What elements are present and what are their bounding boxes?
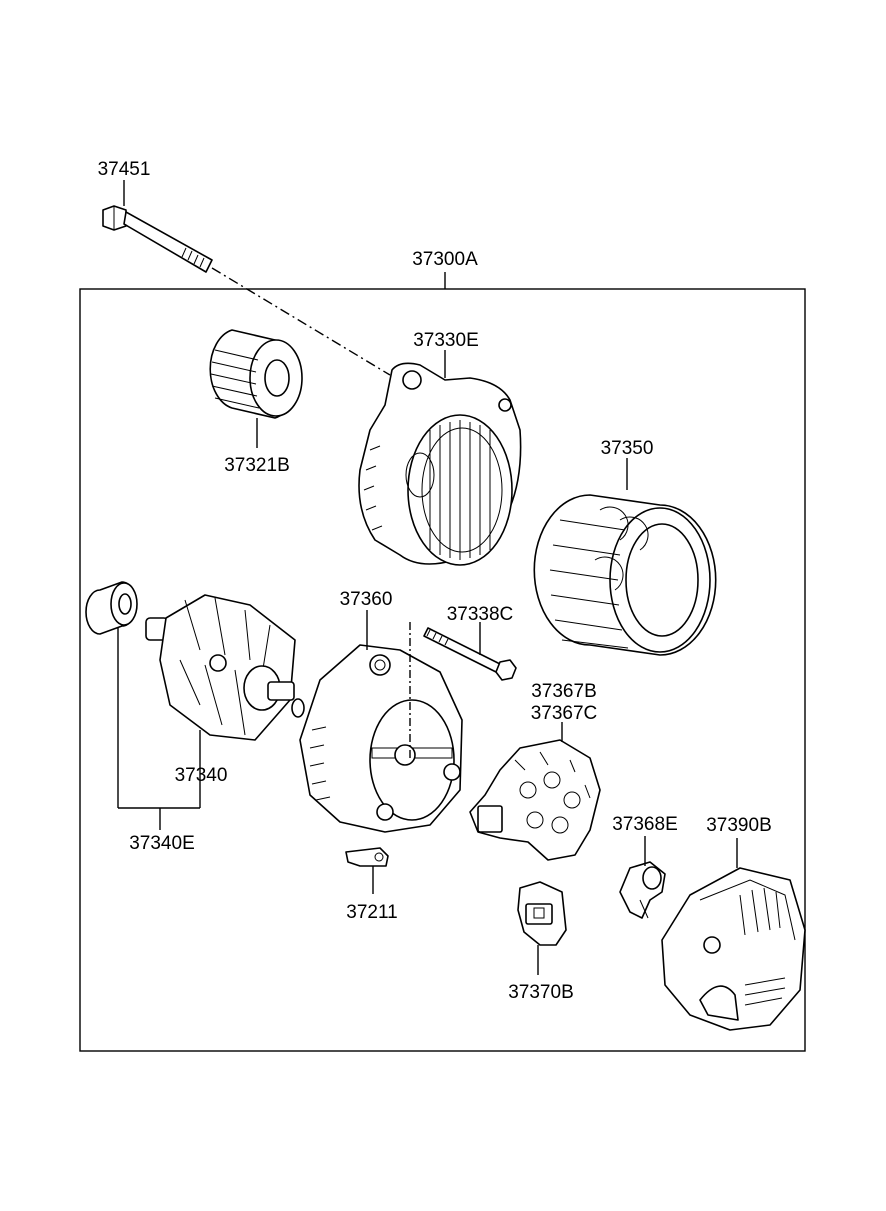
part-label-37340E: 37340E bbox=[129, 833, 195, 854]
part-label-37321B: 37321B bbox=[224, 455, 290, 476]
part-label-37367B: 37367B bbox=[531, 681, 597, 702]
regulator-part[interactable] bbox=[517, 881, 567, 946]
terminal-37211-part[interactable] bbox=[345, 847, 389, 867]
stator-part[interactable] bbox=[533, 494, 717, 656]
front-housing-part[interactable] bbox=[358, 362, 522, 566]
pulley-part[interactable] bbox=[209, 329, 303, 419]
part-label-37350: 37350 bbox=[601, 438, 654, 459]
clamp-part[interactable] bbox=[619, 861, 666, 919]
part-label-37300A: 37300A bbox=[412, 249, 478, 270]
assembly-frame bbox=[79, 288, 806, 1052]
part-label-37451: 37451 bbox=[98, 159, 151, 180]
part-label-37370B: 37370B bbox=[508, 982, 574, 1003]
part-label-37367C: 37367C bbox=[531, 703, 598, 724]
rectifier-part[interactable] bbox=[469, 739, 601, 861]
part-label-37330E: 37330E bbox=[413, 330, 479, 351]
through-bolt-part[interactable] bbox=[102, 205, 213, 273]
part-label-37368E: 37368E bbox=[612, 814, 678, 835]
part-label-37340: 37340 bbox=[175, 765, 228, 786]
part-label-37390B: 37390B bbox=[706, 815, 772, 836]
bolt-37338C-part[interactable] bbox=[423, 627, 517, 681]
rotor-part[interactable] bbox=[145, 594, 305, 741]
bearing-part[interactable] bbox=[85, 581, 138, 635]
through-bolt-axis-line bbox=[211, 267, 391, 376]
rear-cover-part[interactable] bbox=[661, 867, 806, 1031]
part-label-37360: 37360 bbox=[340, 589, 393, 610]
part-label-37211: 37211 bbox=[346, 902, 397, 923]
part-label-37338C: 37338C bbox=[447, 604, 514, 625]
rear-housing-part[interactable] bbox=[299, 644, 463, 833]
